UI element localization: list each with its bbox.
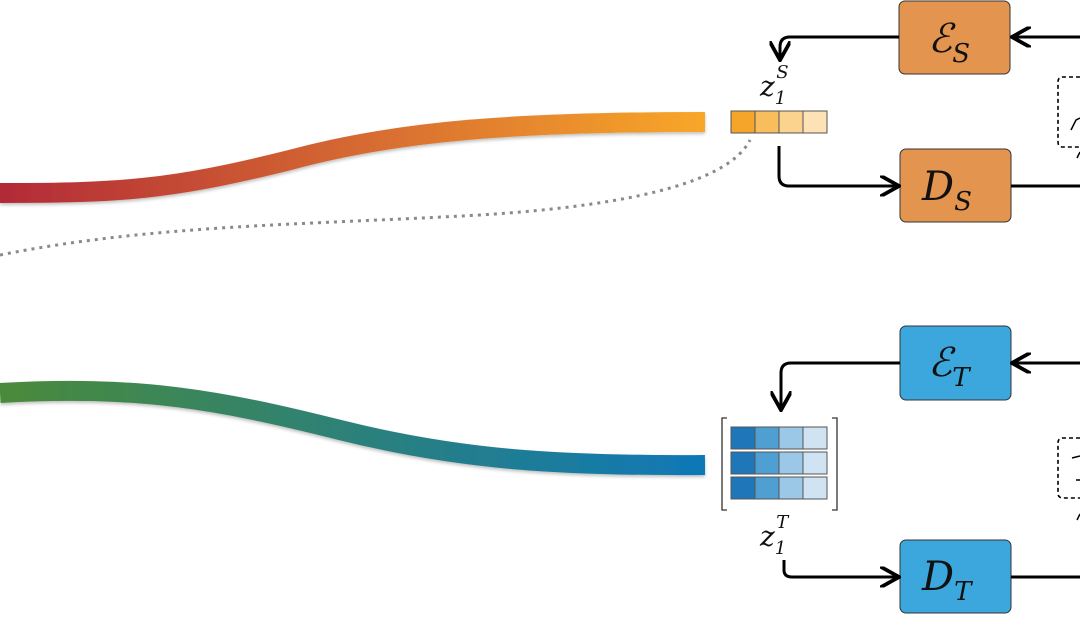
source-decoder-box: DS xyxy=(899,148,1012,223)
svg-text:ℰS: ℰS xyxy=(928,16,970,69)
source-side-dashed-box xyxy=(1057,76,1080,148)
target-latent-cell xyxy=(802,451,828,475)
target-latent-cell xyxy=(730,451,756,475)
source-trajectory-curve xyxy=(0,112,706,203)
target-trajectory-curve xyxy=(0,380,706,476)
source-latent-cell xyxy=(754,110,780,134)
target-latent-label: z1T xyxy=(759,512,790,559)
target-latent-cell xyxy=(730,476,756,500)
svg-text:DT: DT xyxy=(921,554,973,607)
target-side-glyph xyxy=(1071,455,1080,481)
source-latent-cell xyxy=(778,110,804,134)
source-latent-cell xyxy=(730,110,756,134)
target-latent-cell xyxy=(802,426,828,450)
svg-text:ℰT: ℰT xyxy=(928,340,971,393)
target-latent-cell xyxy=(778,451,804,475)
target-latent-to-decoder-arrow xyxy=(782,560,897,577)
target-side-dashed-box xyxy=(1057,437,1080,499)
source-latent-vector xyxy=(730,110,828,134)
target-encoder-box: ℰT xyxy=(899,325,1012,401)
target-latent-cell xyxy=(754,426,780,450)
source-encoder-to-latent-arrow xyxy=(780,35,899,58)
source-side-glyph xyxy=(1070,117,1080,131)
target-latent-cell xyxy=(802,476,828,500)
target-latent-cell xyxy=(730,426,756,450)
matrix-left-bracket xyxy=(721,417,727,511)
target-encoder-to-latent-arrow xyxy=(781,361,900,408)
target-decoder-box: DT xyxy=(899,539,1012,614)
target-latent-cell xyxy=(778,426,804,450)
target-latent-matrix xyxy=(730,426,828,500)
source-encoder-box: ℰS xyxy=(898,0,1011,75)
source-latent-cell xyxy=(802,110,828,134)
dotted-correspondence-line xyxy=(0,139,752,257)
matrix-right-bracket xyxy=(832,417,838,511)
svg-text:DS: DS xyxy=(921,164,972,217)
source-latent-to-decoder-arrow xyxy=(777,146,897,186)
target-latent-cell xyxy=(754,476,780,500)
target-latent-cell xyxy=(778,476,804,500)
source-latent-label: z1S xyxy=(759,62,789,109)
target-latent-cell xyxy=(754,451,780,475)
